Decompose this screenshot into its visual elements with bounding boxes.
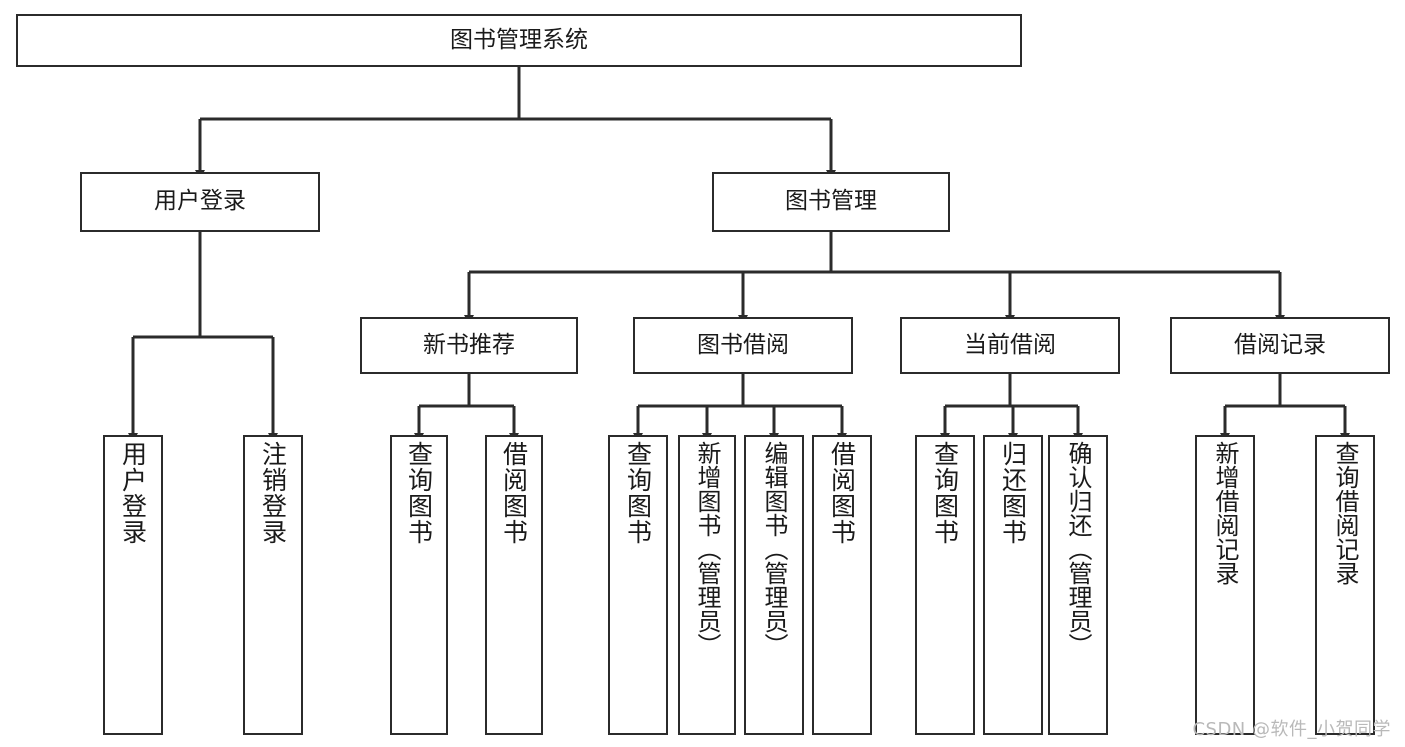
node-leaf-bor-3[interactable]: 编辑图书（管理员） — [744, 435, 804, 735]
node-borrow[interactable]: 图书借阅 — [633, 317, 853, 374]
node-label: 图书管理 — [785, 188, 877, 215]
node-leaf-new-1[interactable]: 查询图书 — [390, 435, 448, 735]
node-leaf-bor-2[interactable]: 新增图书（管理员） — [678, 435, 736, 735]
node-leaf-bor-1[interactable]: 查询图书 — [608, 435, 668, 735]
watermark: CSDN @软件_小贺同学 — [1192, 719, 1391, 740]
node-label: 借阅图书 — [499, 441, 529, 545]
node-records[interactable]: 借阅记录 — [1170, 317, 1390, 374]
node-label: 查询图书 — [404, 441, 434, 545]
node-label: 借阅记录 — [1234, 331, 1326, 358]
node-bookmgmt[interactable]: 图书管理 — [712, 172, 950, 232]
node-leaf-login-1[interactable]: 用户登录 — [103, 435, 163, 735]
node-current[interactable]: 当前借阅 — [900, 317, 1120, 374]
node-label: 图书管理系统 — [450, 26, 588, 53]
node-label: 新增图书（管理员） — [693, 441, 721, 657]
node-leaf-cur-3[interactable]: 确认归还（管理员） — [1048, 435, 1108, 735]
node-label: 注销登录 — [258, 441, 288, 545]
node-label: 图书借阅 — [697, 331, 789, 358]
node-login[interactable]: 用户登录 — [80, 172, 320, 232]
node-label: 新增借阅记录 — [1211, 441, 1239, 585]
node-newbook[interactable]: 新书推荐 — [360, 317, 578, 374]
node-label: 查询图书 — [930, 441, 960, 545]
node-leaf-rec-1[interactable]: 新增借阅记录 — [1195, 435, 1255, 735]
node-label: 查询借阅记录 — [1331, 441, 1359, 585]
node-label: 当前借阅 — [964, 331, 1056, 358]
node-leaf-new-2[interactable]: 借阅图书 — [485, 435, 543, 735]
node-leaf-cur-1[interactable]: 查询图书 — [915, 435, 975, 735]
connector-lines — [128, 67, 1350, 442]
node-label: 借阅图书 — [827, 441, 857, 545]
node-label: 新书推荐 — [423, 331, 515, 358]
node-leaf-bor-4[interactable]: 借阅图书 — [812, 435, 872, 735]
node-label: 确认归还（管理员） — [1064, 441, 1092, 657]
node-leaf-cur-2[interactable]: 归还图书 — [983, 435, 1043, 735]
node-label: 用户登录 — [154, 188, 246, 215]
node-leaf-login-2[interactable]: 注销登录 — [243, 435, 303, 735]
node-leaf-rec-2[interactable]: 查询借阅记录 — [1315, 435, 1375, 735]
node-label: 归还图书 — [998, 441, 1028, 545]
node-label: 编辑图书（管理员） — [760, 441, 788, 657]
node-label: 查询图书 — [623, 441, 653, 545]
node-root[interactable]: 图书管理系统 — [16, 14, 1022, 67]
node-label: 用户登录 — [118, 441, 148, 545]
